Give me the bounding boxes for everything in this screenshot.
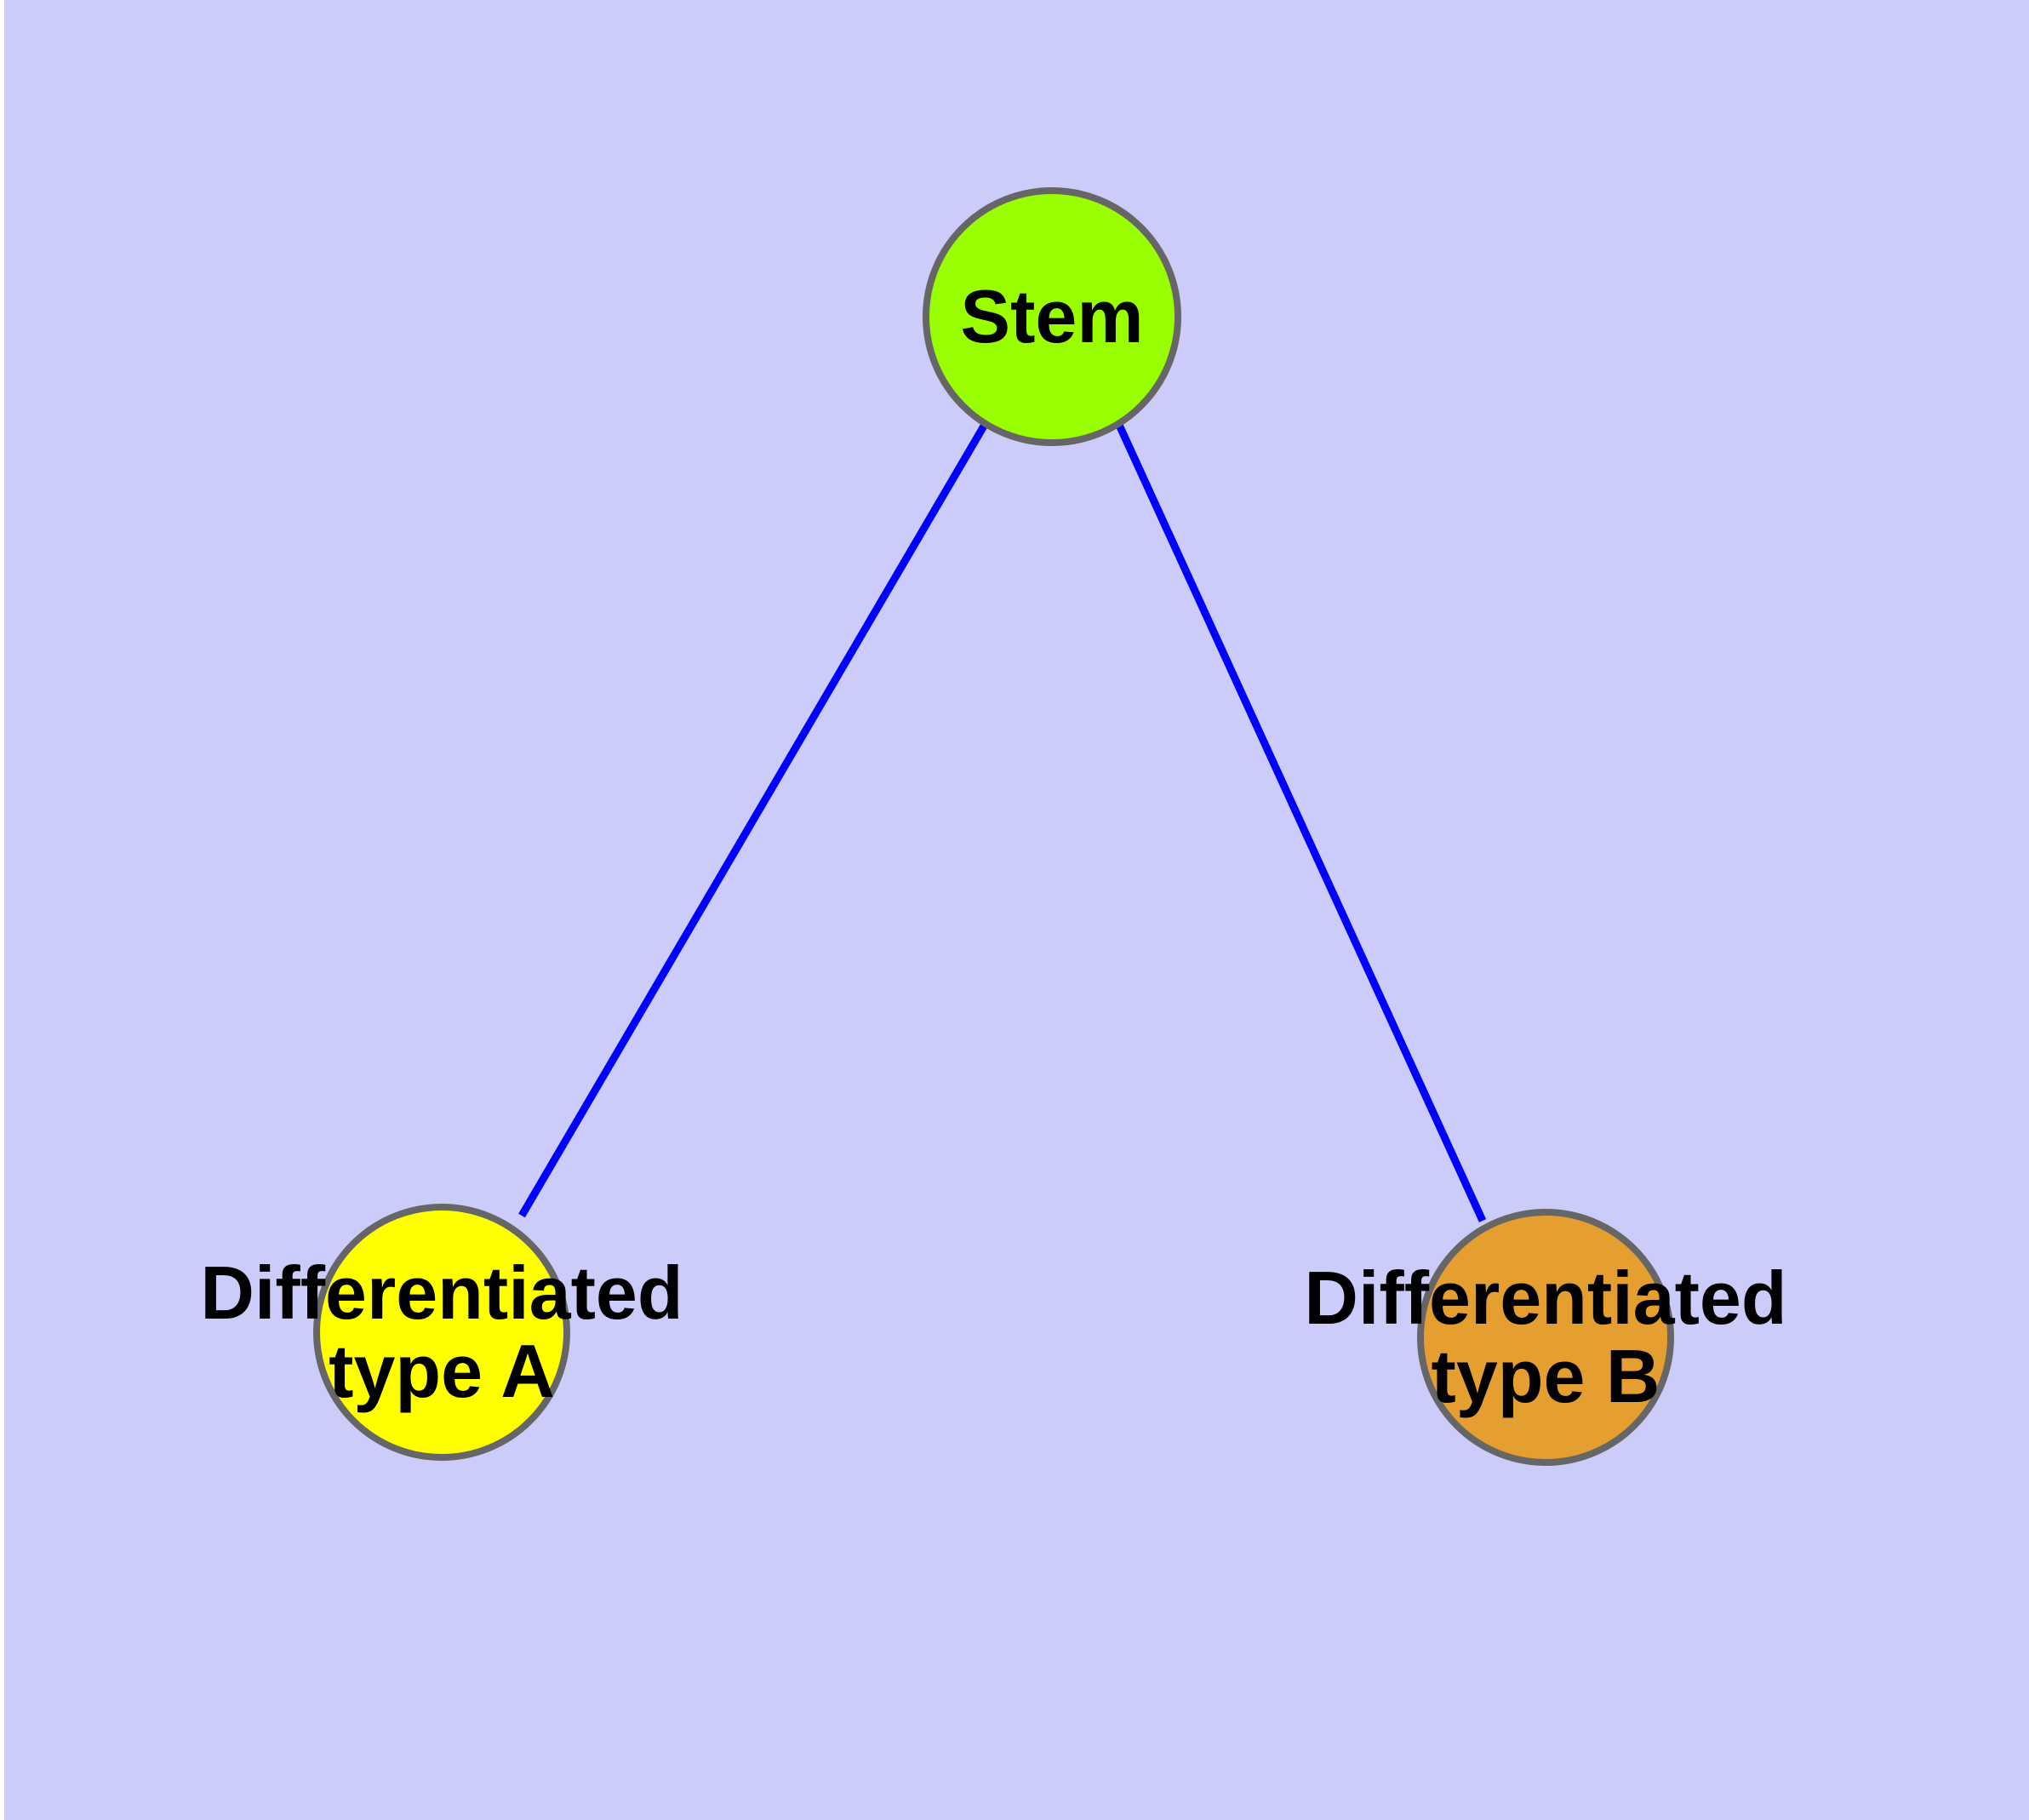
node-label-line: type A xyxy=(329,1329,555,1413)
node-label-stem: Stem xyxy=(960,274,1143,358)
edge-stem-to-differentiated-type-b[interactable] xyxy=(1114,421,1487,1222)
node-label-line: Stem xyxy=(960,274,1143,358)
node-differentiated-type-a[interactable] xyxy=(313,1204,570,1461)
node-label-line: type B xyxy=(1432,1334,1660,1418)
edge-stem-to-differentiated-type-a[interactable] xyxy=(518,421,989,1218)
node-stem-circle[interactable] xyxy=(923,187,1181,446)
node-differentiated-type-b[interactable] xyxy=(1417,1209,1674,1466)
node-label-line: Differentiated xyxy=(1304,1256,1786,1340)
node-label-line: Differentiated xyxy=(200,1251,683,1335)
node-differentiated-type-b-circle[interactable] xyxy=(1417,1209,1674,1466)
nodes-layer xyxy=(313,187,1674,1466)
node-differentiated-type-a-circle[interactable] xyxy=(313,1204,570,1461)
node-stem[interactable] xyxy=(923,187,1181,446)
edges-layer xyxy=(518,421,1487,1222)
